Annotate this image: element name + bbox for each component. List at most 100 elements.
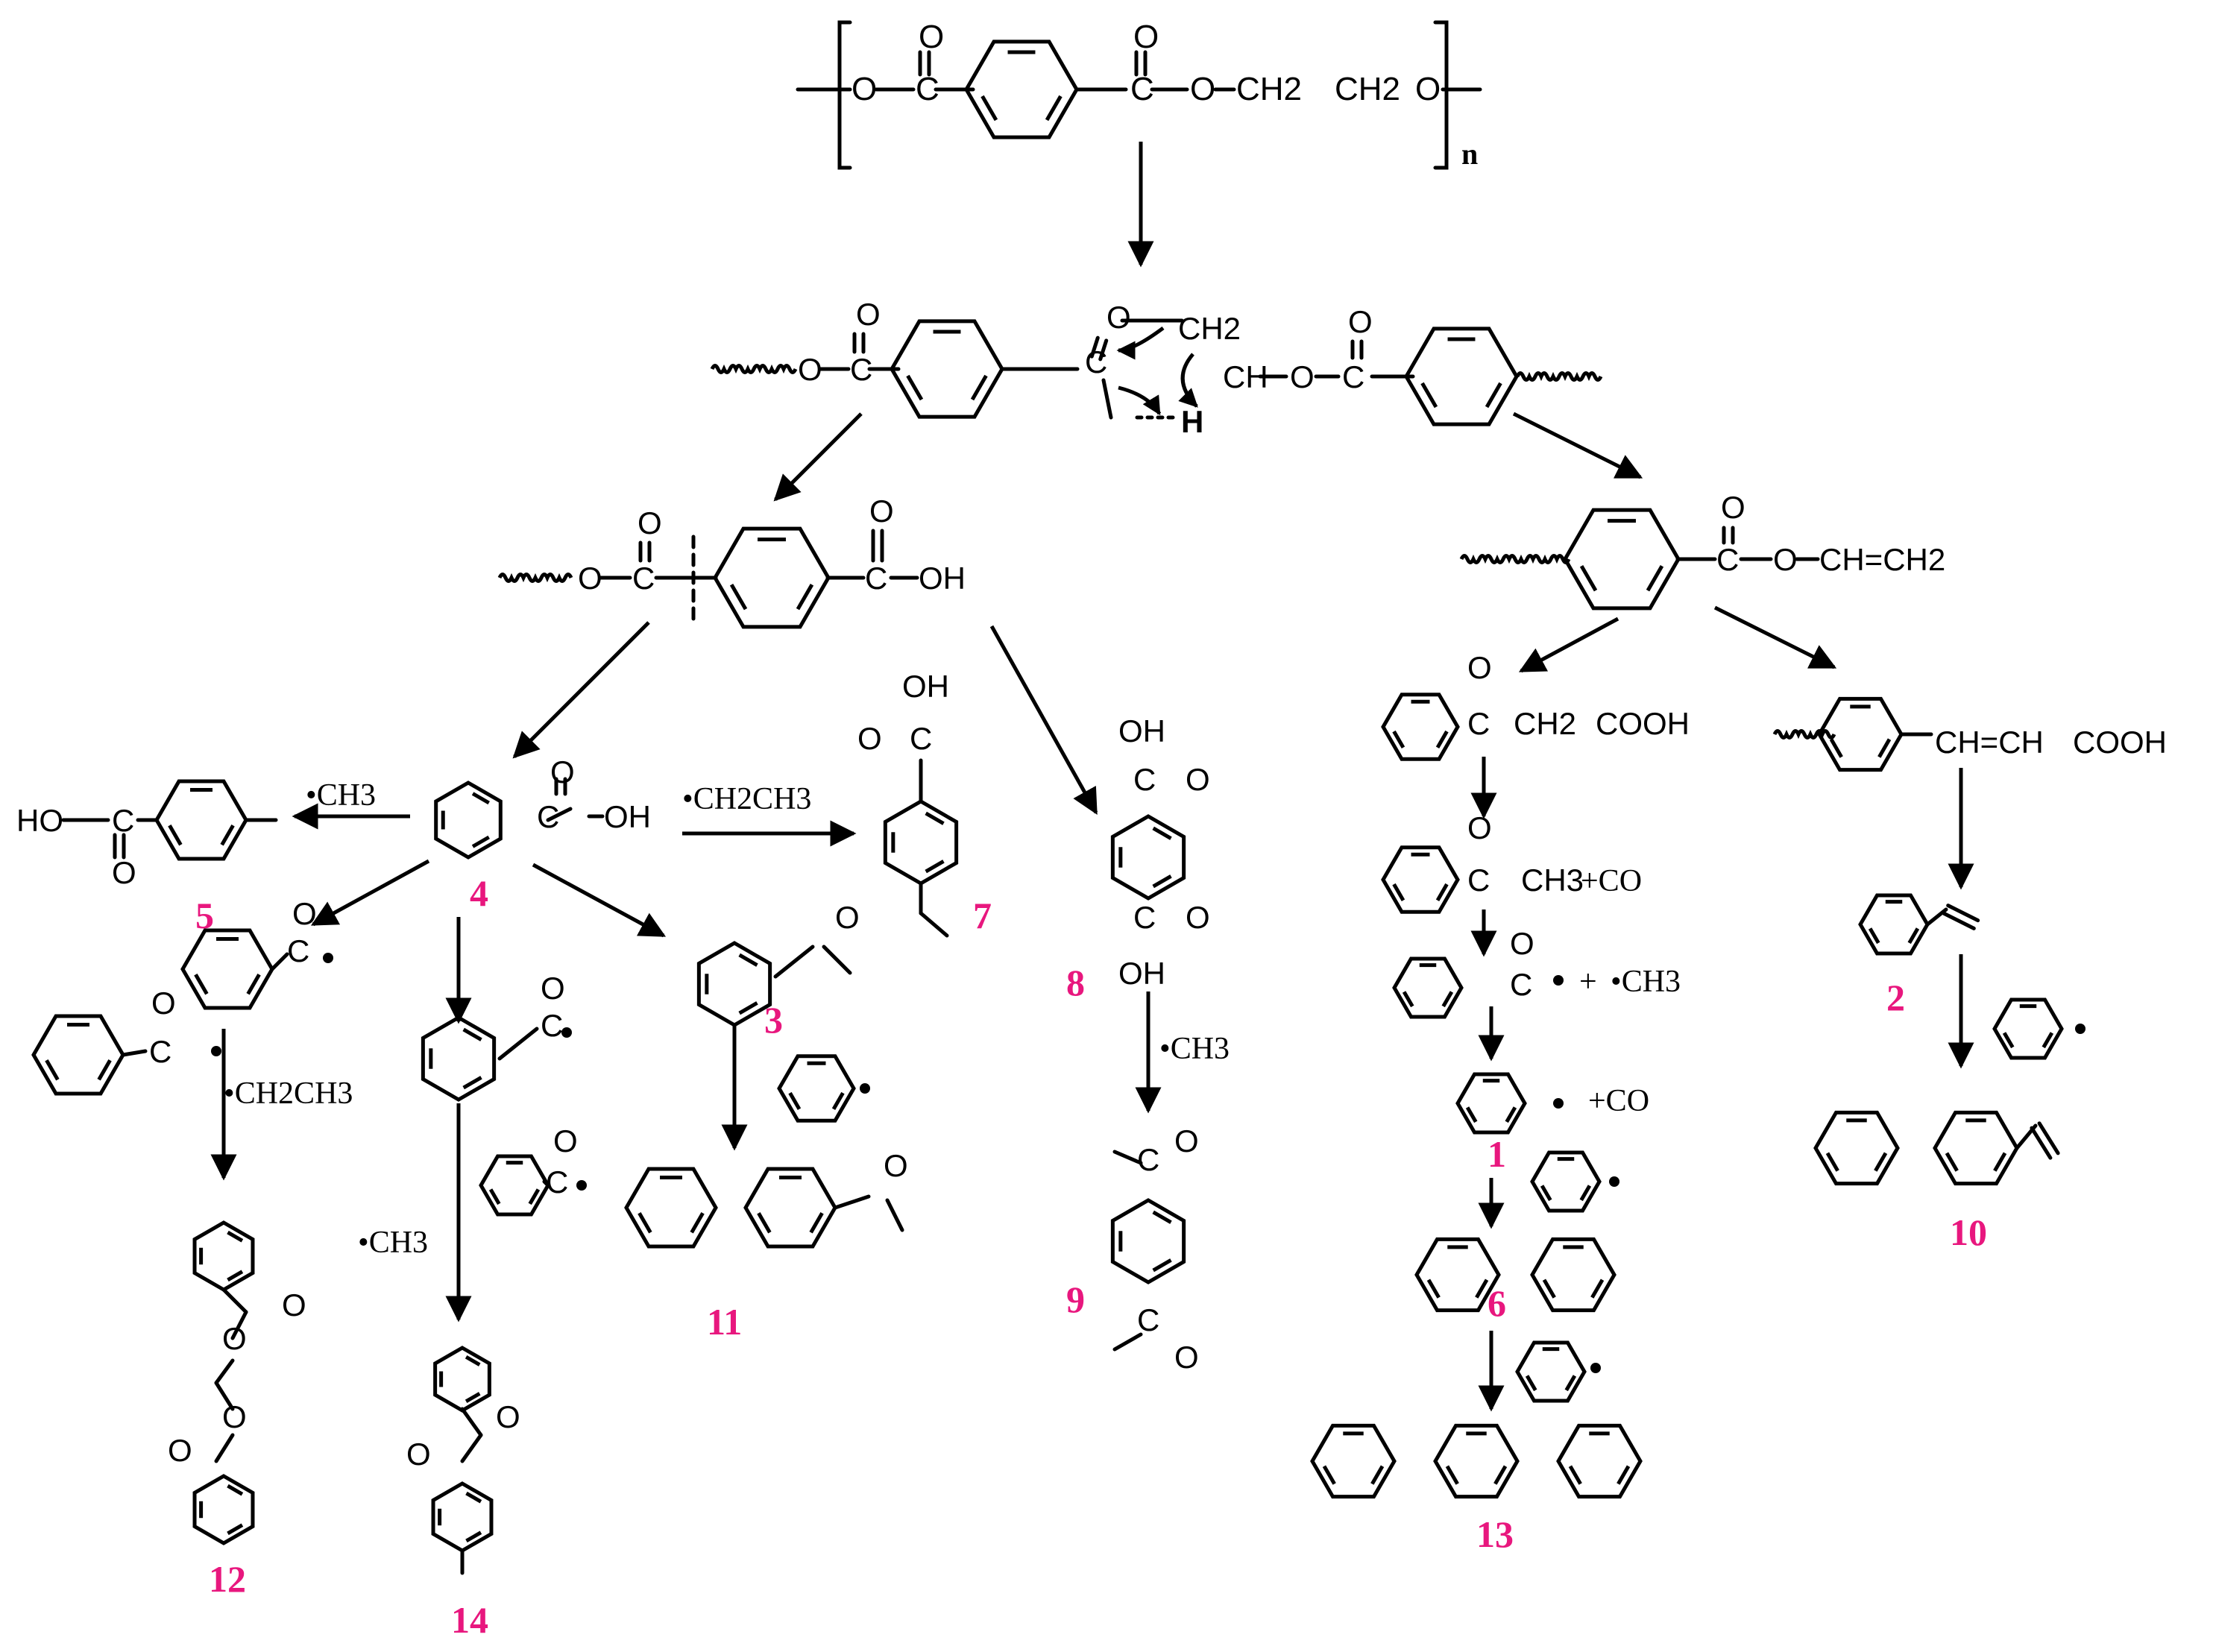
ring-double-bond [1568, 1465, 1582, 1485]
atom-label: OH [1118, 713, 1165, 748]
double-bond [2037, 1121, 2060, 1156]
atom-label: O [1510, 926, 1534, 961]
compound-number-4: 4 [470, 872, 488, 914]
benzene-ring [1381, 693, 1460, 761]
radical-dot [211, 1046, 221, 1056]
reaction-arrow [989, 625, 1098, 816]
double-bond [1098, 338, 1109, 362]
ethyl-radical-label: •CH2CH3 [682, 782, 811, 816]
benzene-ring [1530, 1237, 1617, 1313]
ring-double-bond [1505, 1106, 1517, 1123]
ring-double-bond [1485, 382, 1502, 409]
atom-label: O [406, 1437, 431, 1472]
atom-label: O [553, 1123, 578, 1158]
ring-double-bond [1646, 564, 1664, 592]
atom-label: C [1510, 967, 1532, 1002]
atom-label: CH2 [1236, 71, 1302, 107]
ring-double-bond [1542, 1279, 1556, 1299]
atom-label: O [550, 754, 575, 789]
benzene-ring [1414, 1237, 1501, 1313]
ring-double-bond [1152, 1258, 1172, 1273]
bond [822, 945, 852, 975]
benzene-ring [1858, 893, 1930, 956]
atom-label: C [1133, 762, 1156, 797]
atom-label: O [1186, 762, 1210, 797]
benzene-ring [1455, 1072, 1527, 1135]
atom-label: O [857, 721, 882, 756]
ring-double-bond [462, 1027, 482, 1041]
atom-label: C [850, 352, 872, 387]
ring-double-bond [757, 1212, 772, 1234]
compound-number-14: 14 [451, 1599, 488, 1641]
benzene-ring [1310, 1423, 1397, 1499]
ring-double-bond [796, 583, 814, 611]
atom-label: O [835, 900, 860, 935]
ring-double-bond [1564, 1375, 1577, 1392]
benzene-ring [1992, 997, 2064, 1060]
atom-label: O [1467, 650, 1492, 685]
bond [121, 1049, 148, 1057]
benzene-ring [1530, 1150, 1602, 1213]
atom-label: O [1190, 71, 1215, 107]
benzene-ring [192, 1474, 255, 1545]
atom-label: O [1133, 19, 1159, 55]
ring-double-bond [1402, 991, 1414, 1008]
ring-double-bond [471, 835, 490, 848]
atom-label: C [112, 803, 134, 838]
atom-label: O [1106, 300, 1131, 335]
bond [773, 945, 815, 979]
ring-double-bond [2042, 1032, 2054, 1049]
ring-double-bond [1874, 1152, 1888, 1172]
atom-label: O [1415, 71, 1441, 107]
reaction-arrow [1518, 617, 1619, 673]
benzene-ring [421, 1015, 497, 1102]
benzene-ring [1110, 1198, 1186, 1284]
ring-double-bond [1825, 1152, 1839, 1172]
ring-double-bond [738, 1001, 758, 1015]
atom-label: CH2 [1335, 71, 1400, 107]
repeat-bracket-right [1433, 20, 1449, 170]
ring-double-bond [809, 1212, 824, 1234]
benzoyl-radical-step: O C + •CH3 [1510, 926, 1681, 1002]
atom-label: OH [1118, 956, 1165, 991]
benzene-ring [883, 799, 959, 886]
ring-double-bond [1322, 1465, 1336, 1485]
bond [919, 911, 949, 938]
atom-label: O [1773, 542, 1798, 577]
ring-double-bond [1493, 1465, 1508, 1485]
bond [214, 1358, 235, 1385]
bond [1112, 1150, 1143, 1165]
acetophenone-intermediate: O C CH3 +CO [1467, 810, 1642, 898]
radical-dot [1553, 975, 1564, 986]
benzene-ring [890, 319, 1004, 419]
ring-double-bond [980, 95, 998, 122]
benzene-ring [192, 1220, 255, 1292]
bond [460, 1433, 483, 1463]
atom-label: O [282, 1287, 306, 1322]
atom-label: O [884, 1148, 908, 1183]
atom-label: C [537, 799, 559, 834]
ring-double-bond [1907, 927, 1920, 945]
atom-label: O [168, 1433, 192, 1468]
ring-double-bond [2002, 1032, 2015, 1049]
ring-double-bond [1152, 826, 1172, 840]
ring-double-bond [1868, 927, 1880, 945]
benzene-ring [1392, 956, 1464, 1019]
compound-number-2: 2 [1886, 977, 1905, 1018]
atom-label: C [916, 71, 939, 107]
benzene-ring [31, 1014, 125, 1096]
atom-label: O [292, 896, 317, 931]
ring-double-bond [906, 374, 924, 401]
ring-double-bond [1525, 1375, 1537, 1392]
ring-double-bond [1445, 1465, 1459, 1485]
benzene-ring [696, 941, 772, 1027]
ring-double-bond [465, 1491, 482, 1504]
compound-number-13: 13 [1476, 1513, 1514, 1555]
ring-double-bond [220, 825, 235, 846]
atom-label: O [112, 855, 136, 890]
atom-label: C [149, 1034, 171, 1069]
atom-label: HO [16, 803, 63, 838]
bond [221, 1287, 248, 1314]
electron-arrow [1116, 326, 1165, 360]
repeat-subscript: n [1461, 137, 1478, 171]
